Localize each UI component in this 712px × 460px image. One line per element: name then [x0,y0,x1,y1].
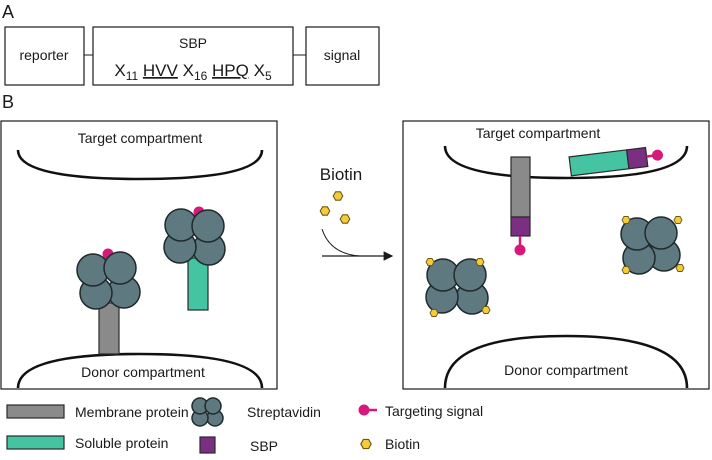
streptavidin-left-2 [163,208,226,266]
svg-text:Targeting signal: Targeting signal [385,403,483,419]
left-panel: Target compartment Donor compartment [0,120,278,390]
left-target-membrane [16,149,264,181]
membrane-protein-complex [76,248,141,355]
left-donor-membrane [16,352,264,389]
panel-b-label: B [2,92,14,112]
membrane-protein [98,302,120,355]
reporter-label: reporter [19,47,68,63]
biotin-arrow-group: Biotin [319,165,394,261]
legend-sbp: SBP [199,436,278,454]
right-donor-label: Donor compartment [504,362,628,378]
sbp-title: SBP [179,35,207,51]
construct-diagram: reporter SBP X11 HVV X16 HPQ X5 signal [4,26,380,86]
biotin-arrow-label: Biotin [320,165,363,184]
left-donor-label: Donor compartment [81,364,205,380]
soluble-protein-complex [163,206,226,311]
signal-label: signal [324,47,361,63]
right-panel: Target compartment Donor compartment [402,120,710,390]
legend-streptavidin: Streptavidin [191,397,321,427]
svg-text:Soluble protein: Soluble protein [75,435,168,451]
streptavidin-biotin-complex-2 [620,216,685,275]
svg-text:SBP: SBP [250,438,278,454]
sbp-box [92,26,294,86]
svg-text:Streptavidin: Streptavidin [247,404,321,420]
streptavidin-biotin-complex-1 [425,258,491,317]
membrane-protein-released [510,156,531,256]
legend-biotin: Biotin [360,436,420,452]
streptavidin-left [76,251,141,310]
right-donor-membrane [443,334,689,389]
signal-box [305,26,380,86]
right-target-membrane [443,145,689,180]
soluble-protein [187,257,209,311]
legend: Membrane protein Soluble protein Strepta… [6,397,483,454]
left-target-label: Target compartment [78,130,203,146]
soluble-protein-released [568,146,664,177]
legend-targeting: Targeting signal [358,403,483,419]
svg-text:Biotin: Biotin [385,436,420,452]
biotin-binding-curve [321,228,361,257]
legend-membrane: Membrane protein [6,404,189,420]
svg-text:Membrane protein: Membrane protein [75,404,189,420]
sbp-sequence: X11 HVV X16 HPQ X5 [114,61,272,83]
right-target-label: Target compartment [476,125,601,141]
panel-a-label: A [2,2,14,22]
reporter-box [4,26,85,86]
legend-soluble: Soluble protein [6,435,168,451]
